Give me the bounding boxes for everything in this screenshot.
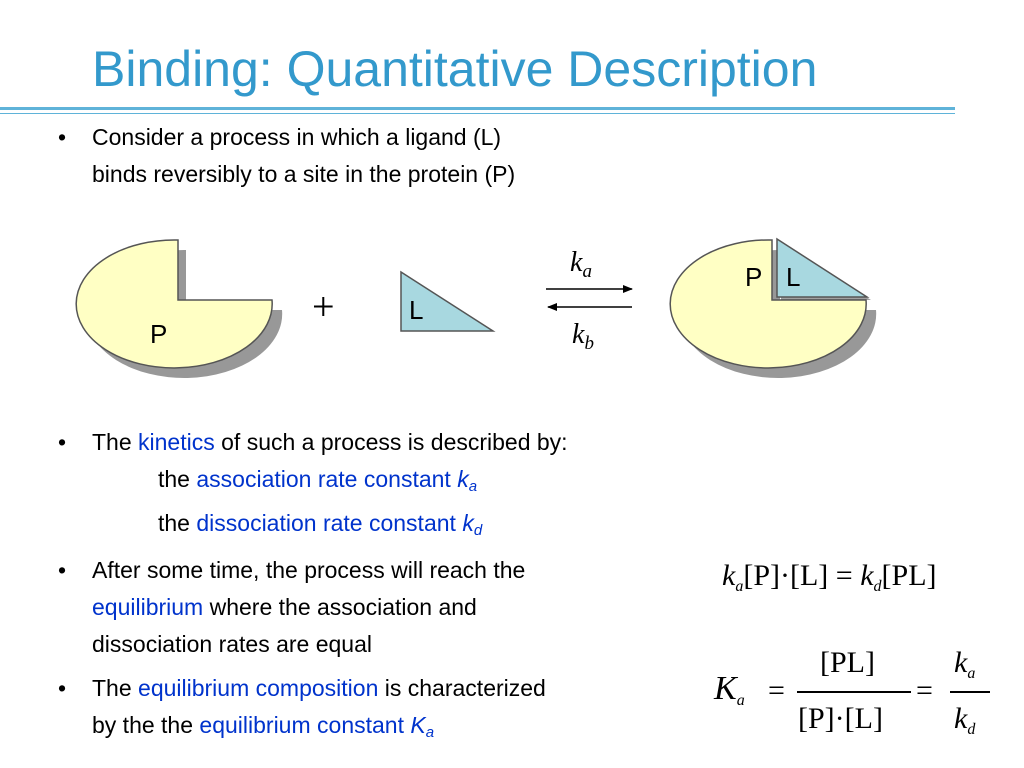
text-span: association rate constant: [196, 466, 458, 492]
slide-title: Binding: Quantitative Description: [92, 41, 818, 97]
symbol-K: K: [410, 712, 426, 738]
fraction2-bar: [950, 691, 990, 693]
text-span: of such a process is described by:: [214, 429, 568, 455]
rate-subscript: b: [584, 333, 594, 354]
protein-shadow: [86, 249, 283, 378]
eq-k: k: [954, 646, 968, 679]
text-span: by the the: [92, 712, 200, 738]
eq-end: [PL]: [881, 559, 937, 592]
complex-ligand-body: [776, 237, 870, 298]
rate-balance-equation: ka[P]·[L] = kd[PL]: [722, 559, 937, 595]
term-equilibrium: equilibrium: [92, 594, 204, 620]
title-underline-thick: [0, 107, 955, 110]
eq-subscript: a: [967, 665, 976, 682]
bullet-marker: •: [58, 124, 67, 150]
equals-sign-1: =: [768, 674, 785, 707]
reverse-rate-label: kb: [572, 319, 594, 354]
plus-sign: +: [312, 284, 335, 329]
complex-protein-shadow: [680, 249, 877, 378]
complex-shape: [669, 237, 877, 378]
protein-shape: [75, 239, 283, 378]
term-kinetics: kinetics: [138, 429, 215, 455]
eq-subscript: a: [736, 692, 745, 709]
equals-sign-2: =: [916, 674, 933, 707]
protein-label: P: [150, 319, 167, 349]
bullet2-association-line: the association rate constant ka: [92, 461, 568, 498]
text-span: the: [158, 466, 197, 492]
subscript-a: a: [468, 478, 478, 495]
eq-middle: [P]·[L] =: [743, 559, 861, 592]
eq-k: k: [722, 559, 736, 592]
bullet4-line1: The equilibrium composition is character…: [92, 670, 546, 707]
eq-k: k: [954, 702, 968, 735]
protein-body: [75, 239, 273, 369]
bullet3-line3: dissociation rates are equal: [92, 631, 372, 657]
bullet-marker: •: [58, 429, 67, 455]
fraction1-numerator: [PL]: [820, 646, 875, 679]
title-underline-thin: [0, 113, 955, 114]
eq-subscript: d: [967, 721, 976, 738]
forward-rate-label: ka: [570, 247, 592, 282]
eq-k: k: [860, 559, 874, 592]
subscript-d: d: [473, 522, 483, 539]
symbol-k: k: [462, 510, 474, 536]
text-span: is characterized: [378, 675, 546, 701]
term-dissociation-rate-constant: dissociation rate constant kd: [196, 510, 483, 539]
subscript-a: a: [425, 724, 435, 741]
ligand-shape: [400, 270, 496, 332]
rate-k: k: [570, 247, 583, 278]
bullet-equilibrium: • After some time, the process will reac…: [58, 552, 525, 663]
bullet1-line1: Consider a process in which a ligand (L): [92, 124, 502, 150]
eq-subscript: a: [735, 578, 744, 595]
bullet-kinetics: • The kinetics of such a process is desc…: [58, 424, 568, 542]
text-span: The: [92, 429, 139, 455]
bullet-equilibrium-composition: • The equilibrium composition is charact…: [58, 670, 546, 744]
eq-subscript: d: [873, 578, 882, 595]
complex-protein-label: P: [745, 262, 762, 292]
text-span: dissociation rate constant: [196, 510, 463, 536]
term-equilibrium-composition: equilibrium composition: [138, 675, 379, 701]
rate-k: k: [572, 319, 585, 350]
bullet3-line2: equilibrium where the association and: [92, 589, 525, 626]
term-association-rate-constant: association rate constant ka: [196, 466, 478, 495]
equilibrium-constant-K: Ka: [714, 670, 745, 709]
fraction1-denominator: [P]·[L]: [798, 702, 883, 735]
bullet1-line2: binds reversibly to a site in the protei…: [92, 161, 516, 187]
bullet2-dissociation-line: the dissociation rate constant kd: [92, 505, 568, 542]
text-span: the: [158, 510, 197, 536]
complex-protein-body: [669, 239, 867, 369]
eq-K: K: [714, 670, 737, 707]
bullet4-line2: by the the equilibrium constant Ka: [92, 707, 546, 744]
ligand-label: L: [409, 295, 423, 325]
text-span: The: [92, 675, 139, 701]
rate-subscript: a: [582, 261, 592, 282]
bullet2-line1: The kinetics of such a process is descri…: [92, 424, 568, 461]
fraction2-denominator: kd: [954, 702, 975, 738]
text-span: where the association and: [203, 594, 477, 620]
fraction1-bar: [797, 691, 911, 693]
term-equilibrium-constant: equilibrium constant Ka: [199, 712, 435, 741]
complex-ligand-label: L: [786, 262, 800, 292]
bullet-marker: •: [58, 675, 67, 701]
symbol-k: k: [457, 466, 469, 492]
text-span: equilibrium constant: [199, 712, 411, 738]
bullet-ligand-binding: • Consider a process in which a ligand (…: [58, 119, 515, 193]
bullet-marker: •: [58, 557, 67, 583]
fraction2-numerator: ka: [954, 646, 975, 682]
bullet3-line1: After some time, the process will reach …: [92, 557, 526, 583]
complex-ligand-shadow: [781, 243, 871, 300]
